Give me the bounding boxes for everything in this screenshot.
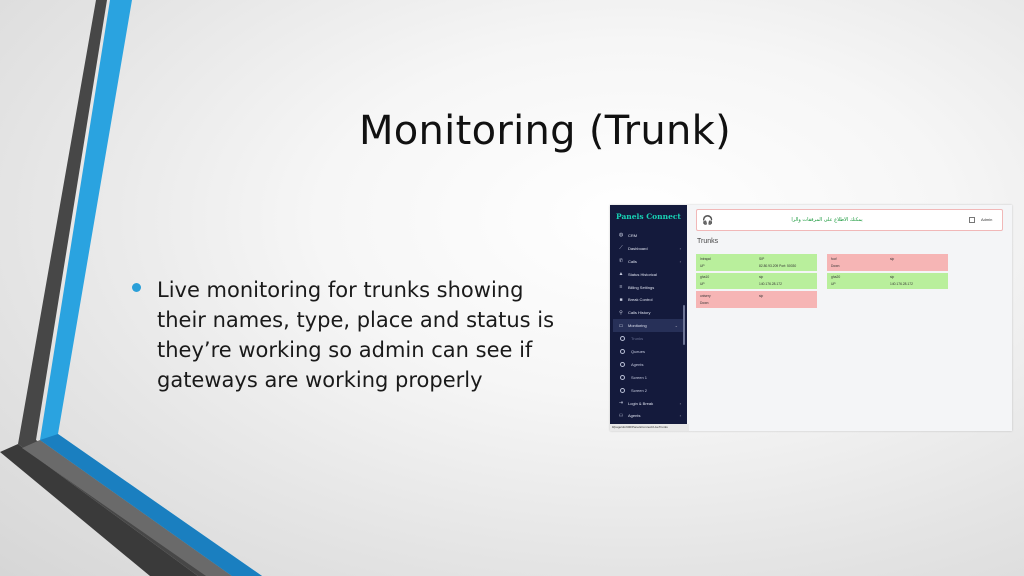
- circle-icon: [620, 336, 625, 342]
- announcement-text: يمكنك الاطلاع على المرفقات والرا: [791, 217, 863, 223]
- sidebar-subitem-trunks[interactable]: Trunks: [610, 332, 687, 345]
- trunk-type: sip: [890, 256, 895, 261]
- sidebar-item-label: Calls History: [628, 310, 651, 316]
- sidebar-subitem-label: Agents: [631, 361, 644, 367]
- circle-icon: [620, 374, 625, 380]
- sidebar-item-label: Billing Settings: [628, 284, 655, 290]
- trunk-status: UP: [700, 282, 705, 286]
- trunk-status: UP: [700, 263, 705, 268]
- trunk-card: Intrapol SIP UP 82.80.93.209 Port: 50030: [696, 254, 817, 271]
- sidebar-item-agents[interactable]: ⚇ Agents ›: [610, 409, 687, 422]
- sidebar-item-label: CRM: [628, 232, 638, 238]
- sidebar-item-billing-settings[interactable]: ≡ Billing Settings: [610, 281, 687, 294]
- bullet-dot: [132, 283, 141, 292]
- sidebar-item-label: Calls: [628, 258, 637, 264]
- chevron-right-icon: ›: [679, 245, 681, 251]
- phone-icon: ✆: [618, 258, 624, 265]
- trunk-status: Down: [700, 300, 709, 305]
- trunk-type: SIP: [759, 256, 765, 261]
- trunk-status: UP: [831, 282, 836, 286]
- trunk-place: 140.176.28.172: [759, 282, 782, 286]
- sidebar-item-status-historical[interactable]: ▲ Status Historical: [610, 268, 687, 281]
- trunk-status: Down: [831, 263, 840, 268]
- top-bar: 🎧 يمكنك الاطلاع على المرفقات والرا Admin: [696, 209, 1003, 231]
- sidebar-item-crm[interactable]: ◍ CRM: [610, 229, 687, 242]
- sliders-icon: ≡: [619, 284, 623, 290]
- sidebar-item-label: Agents: [628, 413, 641, 419]
- sidebar-item-calls-history[interactable]: ⚲ Calls History: [610, 306, 687, 319]
- sidebar-subitem-label: Trunks: [631, 336, 644, 342]
- chevron-right-icon: ›: [679, 258, 681, 264]
- app-screenshot: Panels Connect ◍ CRM ⟋ Dashboard › ✆ Calls › …: [610, 205, 1012, 431]
- sidebar-subitem-label: Screen 2: [631, 387, 648, 393]
- circle-icon: [620, 348, 625, 354]
- sidebar-item-label: Monitoring: [628, 323, 647, 329]
- sidebar-subitem-screen-2[interactable]: Screen 2: [610, 384, 687, 397]
- sidebar-item-label: Dashboard: [628, 245, 648, 251]
- trunk-type: sip: [759, 293, 764, 298]
- browser-status-url: #/page/dm900/PanelsConnect/LiveTrunks: [610, 424, 689, 431]
- trunk-name: gha10: [700, 275, 710, 279]
- sidebar-item-label: Break Control: [628, 297, 653, 303]
- search-icon: ⚲: [619, 309, 623, 316]
- fullscreen-icon[interactable]: [969, 217, 975, 223]
- sidebar-subitem-agents[interactable]: Agents: [610, 358, 687, 371]
- circle-icon: [620, 361, 625, 367]
- sidebar-item-login-break[interactable]: ⇥ Login & Break ›: [610, 397, 687, 410]
- slide-title: Monitoring (Trunk): [358, 108, 732, 154]
- warning-icon: ▲: [618, 271, 624, 278]
- chevron-down-icon: ⌄: [674, 323, 678, 329]
- chart-icon: ⟋: [619, 245, 623, 252]
- brand-logo: Panels Connect: [616, 212, 681, 221]
- sidebar-item-break-control[interactable]: ■ Break Control: [610, 293, 687, 306]
- trunk-card: gha20 sip UP 140.176.28.172: [827, 272, 948, 289]
- headset-icon: 🎧: [702, 215, 714, 225]
- trunk-card: foof sip Down: [827, 254, 948, 271]
- sidebar-nav: ◍ CRM ⟋ Dashboard › ✆ Calls › ▲ Status Histori…: [610, 229, 687, 422]
- page-title: Trunks: [697, 238, 719, 245]
- chevron-right-icon: ›: [679, 413, 681, 419]
- trunk-name: foof: [831, 256, 837, 261]
- trunk-name: gha20: [831, 275, 841, 279]
- globe-icon: ◍: [618, 232, 624, 239]
- sidebar-subitem-label: Queues: [631, 348, 646, 354]
- sidebar-item-monitoring[interactable]: ▭ Monitoring ⌄: [613, 319, 684, 333]
- sidebar-item-label: Status Historical: [628, 271, 657, 277]
- sidebar-item-label: Login & Break: [628, 400, 654, 406]
- coffee-icon: ■: [619, 296, 623, 303]
- monitor-icon: ▭: [618, 322, 624, 329]
- login-icon: ⇥: [618, 400, 624, 407]
- sidebar-subitem-screen-1[interactable]: Screen 1: [610, 371, 687, 384]
- user-menu[interactable]: Admin: [981, 217, 993, 222]
- sidebar-item-calls[interactable]: ✆ Calls ›: [610, 255, 687, 268]
- trunk-name: unisery: [700, 293, 711, 298]
- sidebar-scrollbar[interactable]: [683, 305, 685, 345]
- circle-icon: [620, 387, 625, 393]
- trunk-type: sip: [759, 275, 764, 279]
- trunk-place: 82.80.93.209 Port: 50030: [759, 263, 797, 268]
- trunk-type: sip: [890, 275, 895, 279]
- agents-icon: ⚇: [618, 412, 624, 419]
- trunk-card: unisery sip Down: [696, 291, 817, 308]
- trunk-name: Intrapol: [700, 256, 711, 261]
- trunk-card: gha10 sip UP 140.176.28.172: [696, 272, 817, 289]
- sidebar-item-dashboard[interactable]: ⟋ Dashboard ›: [610, 242, 687, 255]
- sidebar-subitem-label: Screen 1: [631, 374, 648, 380]
- chevron-right-icon: ›: [679, 400, 681, 406]
- sidebar: Panels Connect ◍ CRM ⟋ Dashboard › ✆ Calls › …: [610, 205, 687, 431]
- trunk-place: 140.176.28.172: [890, 282, 913, 286]
- bullet-item: Live monitoring for trunks showing their…: [157, 278, 555, 392]
- sidebar-subitem-queues[interactable]: Queues: [610, 345, 687, 358]
